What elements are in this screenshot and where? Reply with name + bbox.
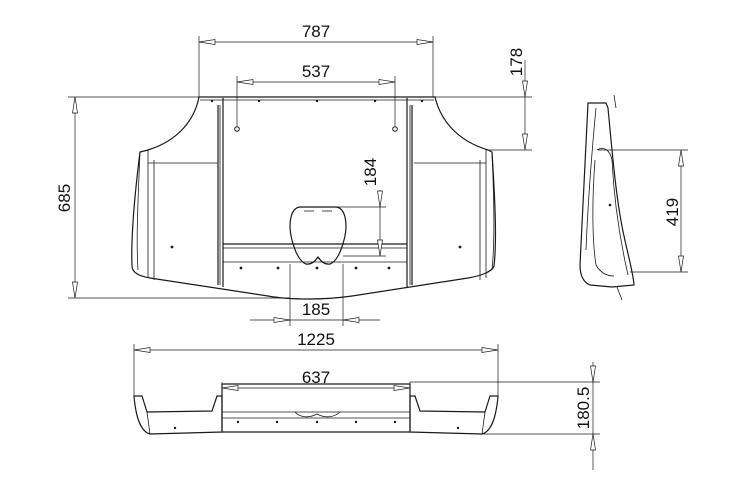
central-cutout — [289, 206, 347, 265]
dim-label-537: 537 — [302, 62, 330, 81]
side-view-outline — [579, 102, 635, 288]
front-view-outline — [131, 96, 497, 300]
dim-label-184: 184 — [361, 158, 380, 186]
dim-185: 185 — [250, 264, 380, 326]
dim-label-787: 787 — [302, 22, 330, 41]
front-view — [131, 96, 497, 300]
dim-label-180-5: 180.5 — [574, 387, 593, 430]
dim-685: 685 — [55, 96, 290, 299]
dim-537: 537 — [236, 62, 396, 126]
dim-184: 184 — [336, 158, 386, 257]
dim-label-1225: 1225 — [297, 330, 335, 349]
bottom-view — [133, 383, 499, 435]
dim-1225: 1225 — [133, 330, 499, 396]
dim-180-5: 180.5 — [410, 362, 600, 470]
dim-178: 178 — [435, 48, 532, 151]
bottom-left-wing — [133, 395, 223, 435]
dim-label-419: 419 — [663, 198, 682, 226]
dim-label-685: 685 — [55, 184, 74, 212]
dim-637: 637 — [221, 368, 411, 396]
dim-label-178: 178 — [507, 48, 526, 76]
dim-419: 419 — [598, 149, 688, 273]
side-view — [579, 94, 635, 301]
dim-label-185: 185 — [302, 300, 330, 319]
bottom-center-piece — [221, 383, 411, 433]
dim-787: 787 — [198, 22, 434, 97]
dim-label-637: 637 — [302, 368, 330, 387]
